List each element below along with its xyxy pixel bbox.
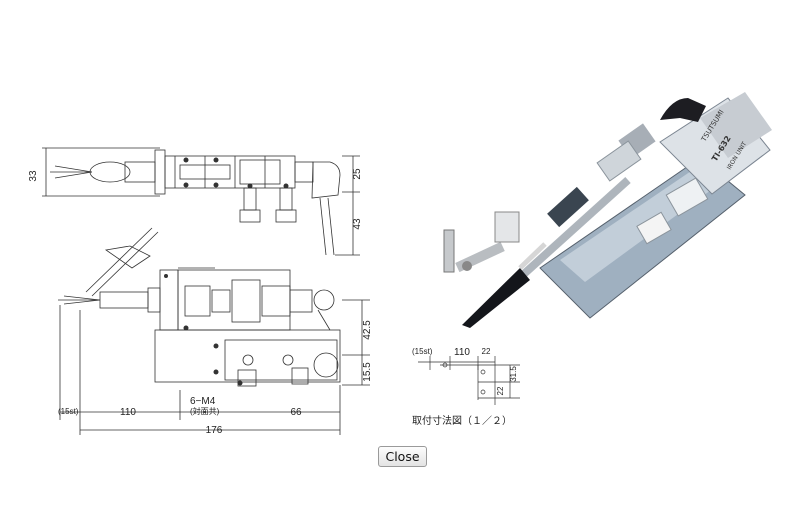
- close-button[interactable]: Close: [378, 446, 427, 467]
- dim-6-m4: 6−M4: [190, 396, 216, 407]
- dim-43: 43: [352, 218, 363, 230]
- dim-42-5: 42.5: [362, 320, 373, 340]
- dim-15st: (15st): [58, 407, 79, 416]
- dim-176: 176: [206, 425, 223, 436]
- dim-25: 25: [352, 168, 363, 180]
- small-dim-110: 110: [454, 347, 470, 358]
- small-dim-15st: (15st): [412, 347, 433, 356]
- dim-taimen: (対面共): [190, 406, 220, 416]
- product-photo: TSUTSUMI TI-632 IRON UNIT: [443, 92, 772, 328]
- small-dim-31-5: 31.5: [509, 366, 518, 382]
- mounting-diagram: [418, 356, 520, 405]
- dim-33: 33: [28, 170, 39, 182]
- small-dim-22: 22: [482, 347, 491, 356]
- dim-66: 66: [290, 407, 302, 418]
- small-dim-22-vertical: 22: [496, 386, 505, 395]
- dim-15-5: 15.5: [362, 362, 373, 382]
- top-view-drawing: [42, 147, 360, 256]
- mounting-caption: 取付寸法図（１／２）: [412, 414, 512, 427]
- dim-110: 110: [120, 407, 136, 418]
- side-view-drawing: [58, 227, 370, 435]
